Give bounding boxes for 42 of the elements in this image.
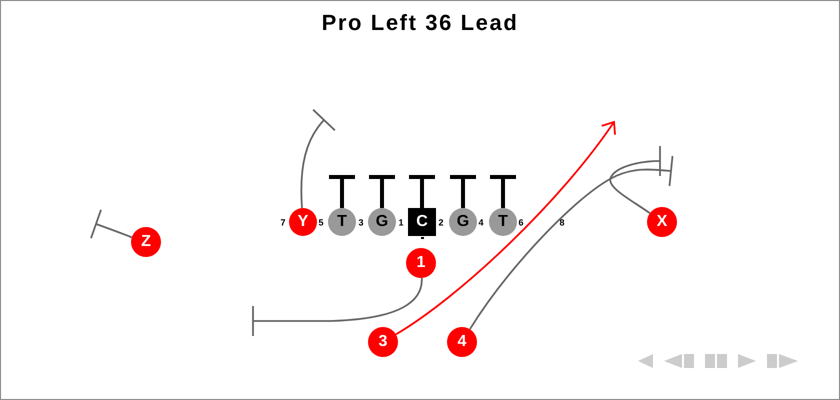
- player-circle: [406, 248, 436, 278]
- route-line: [252, 278, 423, 337]
- player-letter: Y: [298, 214, 308, 230]
- player-circle: [647, 207, 677, 237]
- player-letter: 4: [458, 334, 466, 350]
- player-letter: 1: [416, 255, 426, 271]
- player-letter: Z: [141, 234, 151, 250]
- play-title: Pro Left 36 Lead: [322, 9, 518, 37]
- player-circle: [489, 208, 517, 236]
- player-circle: [368, 208, 396, 236]
- player-letter: G: [456, 214, 470, 230]
- gap-number: 7: [280, 218, 286, 228]
- gap-number: 4: [478, 218, 484, 228]
- route-line: [609, 145, 662, 214]
- center-square: [408, 208, 436, 236]
- player-letter: T: [498, 214, 508, 230]
- gap-number: 3: [358, 218, 364, 228]
- player-letter: C: [416, 214, 428, 230]
- player-circle: [447, 327, 477, 357]
- block-line: [367, 175, 397, 208]
- gap-number: 6: [518, 218, 524, 228]
- player-circle: [449, 208, 477, 236]
- route-line: [469, 155, 674, 330]
- gap-number: 2: [438, 218, 444, 228]
- block-line: [448, 175, 478, 208]
- block-line: [488, 175, 518, 208]
- gap-number: 5: [318, 218, 324, 228]
- gap-number: 8: [560, 218, 564, 228]
- player-letter: G: [376, 214, 388, 230]
- route-line: [90, 208, 132, 240]
- route-line: [300, 109, 336, 208]
- player-circle: [368, 327, 398, 357]
- player-circle: [131, 227, 161, 257]
- block-line: [407, 175, 437, 208]
- player-circle: [289, 208, 317, 236]
- player-circle: [328, 208, 356, 236]
- player-letter: T: [337, 214, 347, 230]
- player-letter: 3: [378, 334, 388, 350]
- route-arrow: [395, 121, 616, 336]
- player-letter: X: [656, 214, 668, 230]
- gap-number: 1: [398, 218, 404, 228]
- block-line: [327, 175, 357, 208]
